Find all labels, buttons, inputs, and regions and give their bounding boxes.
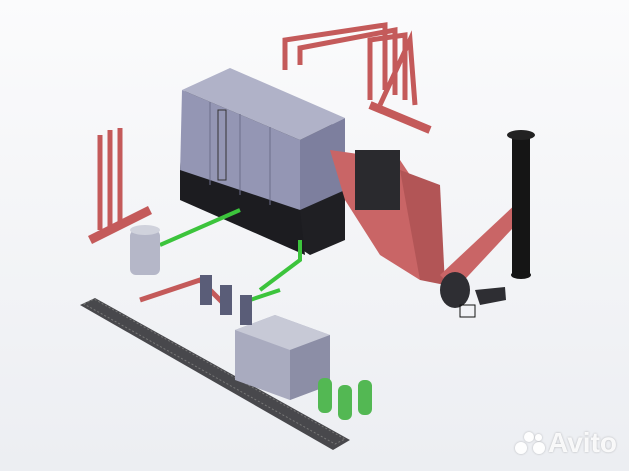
- boiler: [180, 68, 345, 255]
- avito-logo-icon: [515, 430, 546, 456]
- green-pipes: [159, 208, 302, 302]
- avito-watermark: Avito: [515, 427, 617, 459]
- flue-duct: [330, 150, 525, 290]
- draft-fan: [440, 272, 506, 318]
- water-tank: [235, 315, 330, 400]
- expansion-tank: [130, 225, 160, 275]
- chimney-stack: [507, 130, 535, 279]
- pumps: [200, 275, 252, 325]
- floor-grating: [80, 298, 350, 450]
- ladder: [217, 109, 227, 181]
- softener-cylinders: [318, 378, 372, 420]
- watermark-text: Avito: [548, 427, 617, 458]
